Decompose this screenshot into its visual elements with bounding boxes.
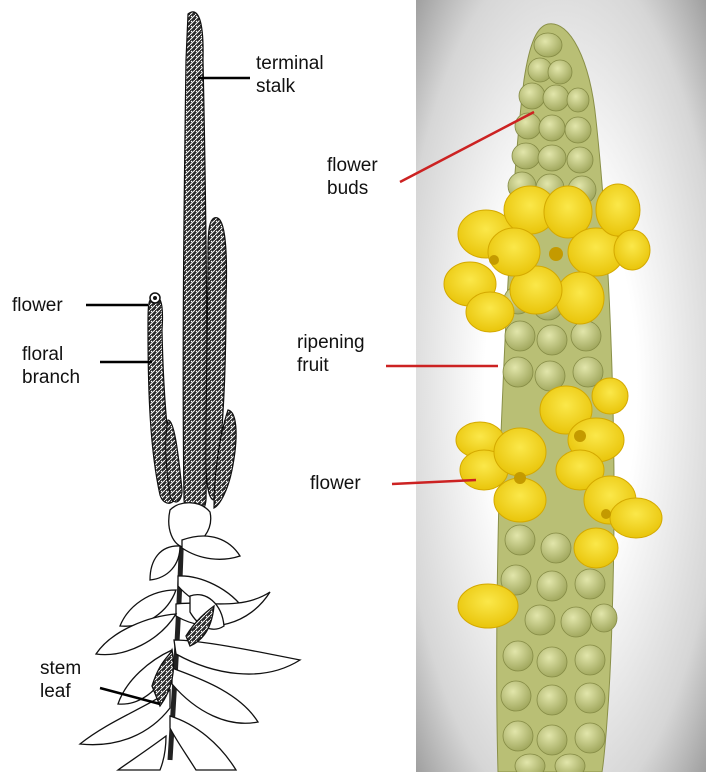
leaf-2 bbox=[150, 546, 180, 580]
flower-photo bbox=[416, 0, 706, 772]
terminal-stalk bbox=[183, 12, 207, 516]
label-flower-left: flower bbox=[12, 294, 63, 317]
label-stem-leaf: stem leaf bbox=[40, 657, 81, 703]
branch-flower bbox=[150, 293, 160, 303]
botanical-drawing bbox=[80, 12, 300, 770]
label-terminal-stalk: terminal stalk bbox=[256, 52, 324, 98]
label-ripening-fruit: ripening fruit bbox=[297, 331, 365, 377]
label-flower-buds: flower buds bbox=[327, 154, 378, 200]
leaf-1 bbox=[182, 536, 240, 559]
label-flower-right: flower bbox=[310, 472, 361, 495]
leaf-10 bbox=[172, 668, 258, 723]
label-floral-branch: floral branch bbox=[22, 343, 80, 389]
leaf-13 bbox=[118, 736, 166, 770]
stem-leaves bbox=[80, 536, 300, 770]
leaf-12 bbox=[170, 716, 236, 770]
